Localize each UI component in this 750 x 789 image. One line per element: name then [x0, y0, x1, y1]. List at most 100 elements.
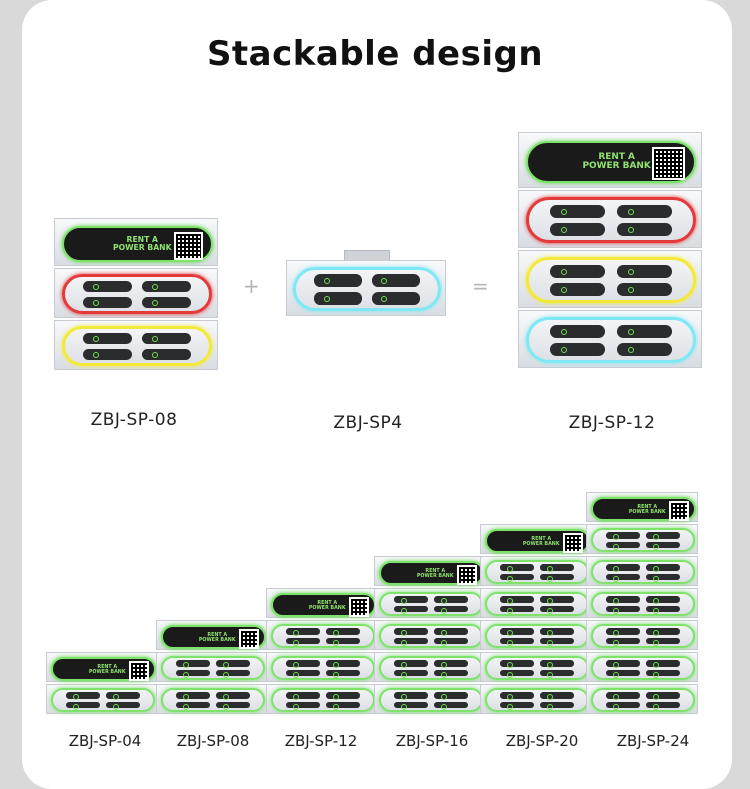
power-bank-slot	[616, 343, 672, 357]
power-bank-module	[518, 310, 702, 368]
rent-line-2: POWER BANK	[112, 243, 172, 253]
rent-line-1: RENT A	[637, 504, 658, 510]
power-bank-slot	[434, 596, 468, 604]
power-bank-slot	[82, 349, 133, 360]
power-bank-slot	[434, 701, 468, 710]
mount-bracket	[344, 250, 390, 260]
power-bank-slot	[286, 637, 320, 646]
power-bank-slot	[646, 628, 680, 636]
plus-sign: +	[243, 274, 260, 298]
power-bank-slot	[550, 283, 606, 297]
power-bank-slot	[616, 324, 672, 338]
power-bank-slot	[540, 637, 574, 646]
power-bank-slot	[606, 701, 640, 710]
power-bank-slot	[550, 324, 606, 338]
power-bank-slot	[500, 605, 534, 614]
power-bank-slot	[500, 564, 534, 572]
power-bank-slot	[606, 541, 640, 550]
power-bank-slot	[394, 628, 428, 636]
led-ring	[591, 528, 695, 552]
power-bank-slot	[646, 692, 680, 700]
power-bank-module	[586, 556, 698, 586]
power-bank-slot	[286, 660, 320, 668]
power-bank-slot	[326, 701, 360, 710]
rent-line-2: POWER BANK	[308, 605, 346, 611]
power-bank-slot	[606, 669, 640, 678]
rent-line-2: POWER BANK	[198, 637, 236, 643]
power-bank-slot	[314, 274, 363, 287]
led-ring	[271, 624, 375, 648]
rent-line-2: POWER BANK	[628, 509, 666, 515]
power-bank-slot	[646, 541, 680, 550]
power-bank-slot	[434, 692, 468, 700]
power-bank-slot	[646, 701, 680, 710]
power-bank-slot	[646, 669, 680, 678]
rent-line-2: POWER BANK	[416, 573, 454, 579]
power-bank-slot	[394, 637, 428, 646]
power-bank-slot	[646, 573, 680, 582]
power-bank-slot	[141, 349, 192, 360]
power-bank-slot	[606, 573, 640, 582]
power-bank-slot	[500, 596, 534, 604]
power-bank-slot	[286, 628, 320, 636]
qr-code-icon	[669, 501, 689, 521]
power-bank-slot	[286, 701, 320, 710]
power-bank-slot	[616, 283, 672, 297]
power-bank-slot	[216, 692, 250, 700]
power-bank-slot	[434, 660, 468, 668]
power-bank-module	[586, 684, 698, 714]
power-bank-slot	[500, 692, 534, 700]
power-bank-module	[54, 268, 218, 318]
led-ring	[61, 274, 213, 314]
power-bank-module	[156, 652, 268, 682]
led-ring	[526, 316, 696, 364]
led-ring	[161, 688, 265, 712]
power-bank-slot	[394, 605, 428, 614]
power-bank-module	[480, 652, 592, 682]
label-zbj-sp-08: ZBJ-SP-08	[90, 410, 178, 430]
power-bank-slot	[216, 660, 250, 668]
power-bank-slot	[540, 564, 574, 572]
power-bank-slot	[540, 628, 574, 636]
power-bank-slot	[176, 669, 210, 678]
led-ring	[293, 266, 441, 312]
power-bank-slot	[394, 596, 428, 604]
rent-line-1: RENT A	[126, 235, 158, 245]
qr-code-icon	[174, 231, 203, 261]
qr-code-icon	[457, 565, 477, 585]
qr-code-icon	[563, 533, 583, 553]
power-bank-module	[586, 620, 698, 650]
power-bank-slot	[550, 343, 606, 357]
power-bank-slot	[500, 573, 534, 582]
power-bank-slot	[646, 605, 680, 614]
power-bank-slot	[82, 281, 133, 292]
qr-code-icon	[129, 661, 149, 681]
power-bank-slot	[606, 637, 640, 646]
power-bank-slot	[606, 692, 640, 700]
lineup-label-04: ZBJ-SP-04	[68, 732, 142, 750]
power-bank-slot	[606, 532, 640, 540]
power-bank-module	[586, 652, 698, 682]
power-bank-module	[46, 684, 158, 714]
power-bank-module	[374, 588, 486, 618]
power-bank-slot	[540, 596, 574, 604]
led-ring	[591, 592, 695, 616]
power-bank-slot	[141, 297, 192, 308]
led-ring	[526, 256, 696, 304]
power-bank-slot	[434, 605, 468, 614]
power-bank-slot	[286, 692, 320, 700]
power-bank-slot	[66, 701, 100, 710]
